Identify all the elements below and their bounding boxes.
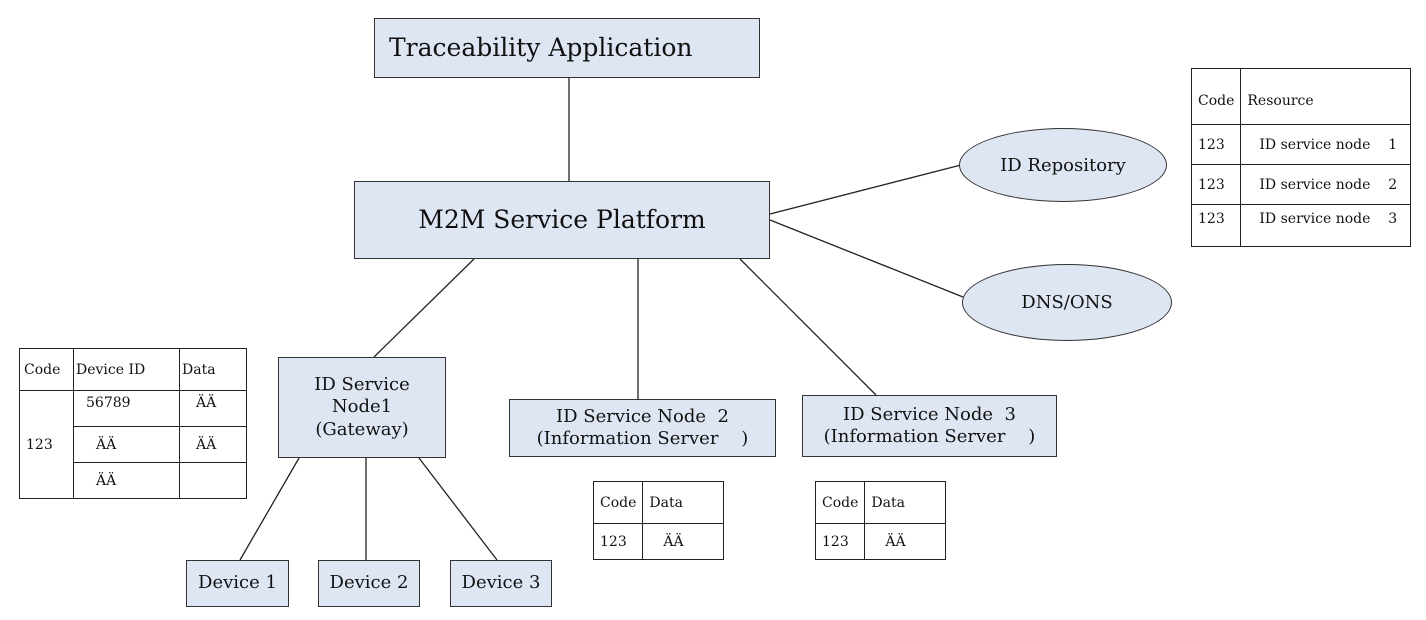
link-node1-device1 (239, 457, 300, 561)
server3-header-data: Data (864, 481, 946, 524)
server2-cell-code: 123 (592, 523, 644, 560)
table-row: Code Data (592, 481, 724, 524)
link-platform-node3 (739, 258, 877, 396)
resource-cell-resource: ID service node 3 (1240, 204, 1411, 247)
resource-header-code: Code (1190, 68, 1242, 125)
dns-ons-ellipse: DNS/ONS (962, 264, 1172, 341)
device-2-box: Device 2 (318, 560, 420, 607)
node2-line-2: (Information Server ) (536, 428, 749, 449)
gateway-cell-device-id: 56789 (73, 390, 180, 427)
server3-header-code: Code (814, 481, 866, 524)
node1-line-3: (Gateway) (315, 418, 409, 440)
server-2-data-table: Code Data 123 ÄÄ (592, 481, 724, 560)
table-row: 123 ÄÄ (592, 523, 724, 560)
table-row: Code Device ID Data (19, 348, 247, 391)
device-1-label: Device 1 (198, 572, 277, 594)
dns-ons-label: DNS/ONS (1021, 292, 1113, 313)
server2-cell-data: ÄÄ (642, 523, 724, 560)
gateway-cell-data: ÄÄ (179, 426, 247, 463)
node2-line-1: ID Service Node 2 (556, 405, 729, 427)
resource-cell-code: 123 (1190, 124, 1242, 165)
resource-cell-code: 123 (1190, 164, 1242, 205)
link-platform-repository (769, 164, 962, 215)
server2-header-code: Code (592, 481, 644, 524)
id-service-node-2-box: ID Service Node 2 (Information Server ) (509, 399, 776, 457)
link-platform-dns (769, 219, 964, 298)
gateway-header-code: Code (19, 348, 74, 391)
link-platform-node1 (373, 258, 475, 358)
resource-table: Code Resource 123 ID service node 1 123 … (1190, 68, 1411, 247)
resource-cell-resource: ID service node 2 (1240, 164, 1411, 205)
device-3-label: Device 3 (461, 572, 541, 594)
table-row: 123 56789 ÄÄ (19, 390, 247, 499)
node1-line-2: Node1 (331, 396, 393, 418)
resource-cell-resource: ID service node 1 (1240, 124, 1411, 165)
resource-header-resource: Resource (1240, 68, 1411, 125)
table-row: 123 ID service node 2 (1190, 164, 1411, 205)
table-row: Code Data (814, 481, 946, 524)
table-row: ÄÄ (20, 462, 247, 499)
server2-header-data: Data (642, 481, 724, 524)
node3-line-1: ID Service Node 3 (843, 403, 1016, 425)
server-3-data-table: Code Data 123 ÄÄ (814, 481, 946, 560)
table-row: Code Resource (1190, 68, 1411, 125)
gateway-cell-code: 123 (19, 390, 74, 499)
gateway-cell-data (179, 462, 247, 499)
table-row: 123 ÄÄ (814, 523, 946, 560)
traceability-application-label: Traceability Application (389, 33, 693, 63)
gateway-cell-data: ÄÄ (179, 390, 247, 427)
table-row: 123 ID service node 1 (1190, 124, 1411, 165)
gateway-data-table: Code Device ID Data 123 56789 ÄÄ ÄÄ ÄÄ Ä… (19, 348, 247, 499)
traceability-application-box: Traceability Application (374, 18, 760, 78)
gateway-cell-device-id: ÄÄ (73, 462, 180, 499)
id-repository-ellipse: ID Repository (959, 128, 1167, 202)
resource-cell-code: 123 (1190, 204, 1242, 247)
node3-line-2: (Information Server ) (823, 426, 1036, 447)
m2m-service-platform-label: M2M Service Platform (418, 205, 706, 235)
device-1-box: Device 1 (186, 560, 289, 607)
server3-cell-data: ÄÄ (864, 523, 946, 560)
id-service-node-3-box: ID Service Node 3 (Information Server ) (802, 395, 1057, 457)
m2m-service-platform-box: M2M Service Platform (354, 181, 770, 259)
table-row: ÄÄ ÄÄ (20, 426, 247, 463)
gateway-header-device-id: Device ID (73, 348, 180, 391)
node1-line-1: ID Service (314, 373, 410, 395)
id-repository-label: ID Repository (1000, 154, 1126, 176)
link-node1-device3 (418, 457, 498, 561)
device-2-label: Device 2 (329, 572, 409, 594)
table-row: 123 ID service node 3 (1190, 204, 1411, 247)
server3-cell-code: 123 (814, 523, 866, 560)
gateway-cell-device-id: ÄÄ (73, 426, 180, 463)
gateway-header-data: Data (179, 348, 247, 391)
device-3-box: Device 3 (450, 560, 552, 607)
id-service-node-1-box: ID Service Node1 (Gateway) (278, 357, 446, 458)
